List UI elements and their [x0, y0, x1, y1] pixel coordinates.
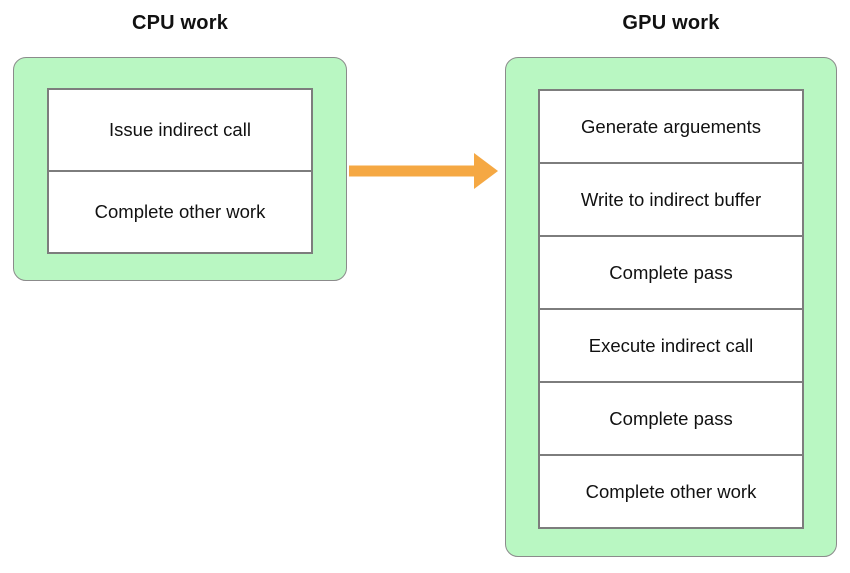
cpu-steps-box: Issue indirect call Complete other work — [47, 88, 313, 254]
arrow-right-icon — [349, 153, 498, 189]
step-issue-indirect-call: Issue indirect call — [49, 90, 311, 170]
cpu-work-title: CPU work — [131, 12, 229, 34]
gpu-steps-box: Generate arguements Write to indirect bu… — [538, 89, 804, 529]
step-gpu-complete-other-work: Complete other work — [540, 454, 802, 527]
cpu-work-group: Issue indirect call Complete other work — [13, 57, 347, 281]
step-cpu-complete-other-work: Complete other work — [49, 170, 311, 252]
step-complete-pass-2: Complete pass — [540, 381, 802, 454]
step-execute-indirect-call: Execute indirect call — [540, 308, 802, 381]
step-generate-arguments: Generate arguements — [540, 91, 802, 162]
gpu-work-group: Generate arguements Write to indirect bu… — [505, 57, 837, 557]
step-write-to-indirect-buffer: Write to indirect buffer — [540, 162, 802, 235]
step-complete-pass-1: Complete pass — [540, 235, 802, 308]
gpu-work-title: GPU work — [622, 12, 720, 34]
